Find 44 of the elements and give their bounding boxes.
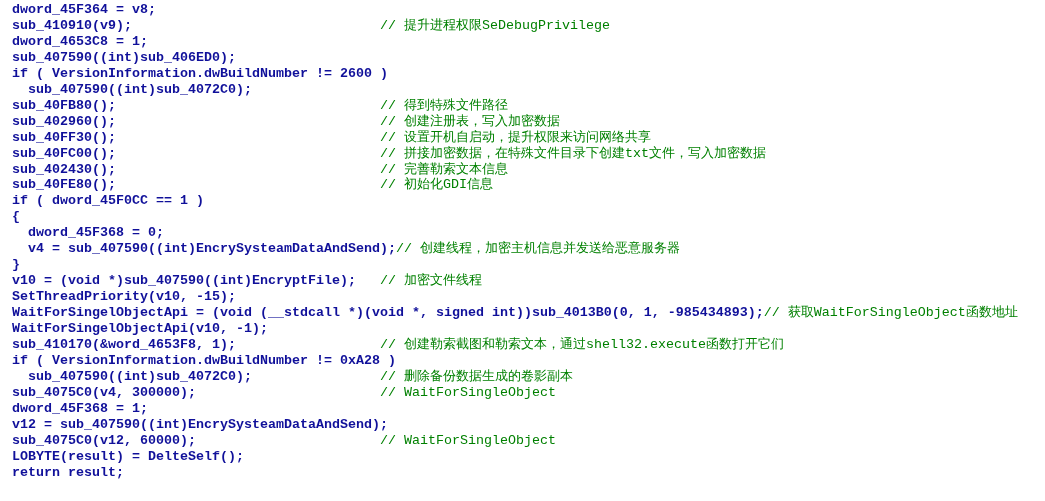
code-comment: // 初始化GDI信息 (380, 177, 493, 194)
code-line: WaitForSingelObjectApi(v10, -1); (12, 321, 268, 337)
code-line: sub_410170(&word_4653F8, 1); (12, 336, 236, 353)
code-line: sub_402960(); (12, 113, 116, 130)
code-line: if ( VersionInformation.dwBuildNumber != 0xA28 ) (12, 352, 396, 369)
code-comment: // 创建勒索截图和勒索文本，通过shell32.execute函数打开它们 (380, 336, 784, 353)
code-line: sub_410910(v9); (12, 17, 132, 34)
code-line: sub_407590((int)sub_4072C0); (28, 81, 252, 98)
code-comment: // WaitForSingleObject (380, 432, 556, 449)
code-line: sub_402430(); (12, 161, 116, 178)
code-line: sub_40FC00(); (12, 145, 116, 162)
code-comment: // WaitForSingleObject (380, 384, 556, 401)
code-line: dword_4653C8 = 1; (12, 33, 148, 50)
code-line: v4 = sub_407590((int)EncrySysteamDataAndSend); (28, 241, 396, 258)
code-line: } (12, 257, 20, 274)
code-line: LOBYTE(result) = DelteSelf(); (12, 448, 244, 465)
code-comment: // 加密文件线程 (380, 273, 482, 290)
code-comment: // 创建线程，加密主机信息并发送给恶意服务器 (395, 241, 680, 258)
code-comment: // 完善勒索文本信息 (380, 161, 508, 177)
code-line: sub_4075C0(v12, 60000); (12, 432, 196, 449)
code-line: sub_407590((int)sub_4072C0); (28, 368, 252, 385)
code-comment: // 删除备份数据生成的卷影副本 (380, 368, 573, 385)
code-line: sub_40FB80(); (12, 97, 116, 114)
code-line: return result; (12, 464, 124, 481)
code-line: dword_45F368 = 0; (28, 225, 164, 242)
code-comment: // 获取WaitForSingleObject函数地址 (763, 305, 1018, 322)
code-comment: // 设置开机自启动，提升权限来访问网络共享 (380, 129, 651, 146)
code-line: sub_407590((int)sub_406ED0); (12, 49, 236, 66)
code-comment: // 创建注册表，写入加密数据 (380, 113, 560, 130)
code-line: if ( VersionInformation.dwBuildNumber != 2600 ) (12, 65, 388, 82)
code-line: sub_40FE80(); (12, 177, 116, 194)
code-line: dword_45F364 = v8; (12, 2, 156, 18)
code-line: WaitForSingelObjectApi = (void (__stdcall *)(void *, signed int))sub_4013B0(0, 1, -985434893); (12, 305, 764, 322)
code-line: { (12, 209, 20, 226)
code-line: sub_4075C0(v4, 300000); (12, 384, 196, 401)
code-line: SetThreadPriority(v10, -15); (12, 289, 236, 306)
code-line: v10 = (void *)sub_407590((int)EncryptFile); (12, 273, 356, 290)
code-line: v12 = sub_407590((int)EncrySysteamDataAndSend); (12, 416, 388, 433)
code-line: sub_40FF30(); (12, 129, 116, 146)
code-line: dword_45F368 = 1; (12, 400, 148, 417)
code-line: if ( dword_45F0CC == 1 ) (12, 193, 204, 210)
code-comment: // 拼接加密数据，在特殊文件目录下创建txt文件，写入加密数据 (380, 145, 766, 162)
code-comment: // 提升进程权限SeDebugPrivilege (380, 17, 610, 34)
code-comment: // 得到特殊文件路径 (380, 97, 508, 114)
